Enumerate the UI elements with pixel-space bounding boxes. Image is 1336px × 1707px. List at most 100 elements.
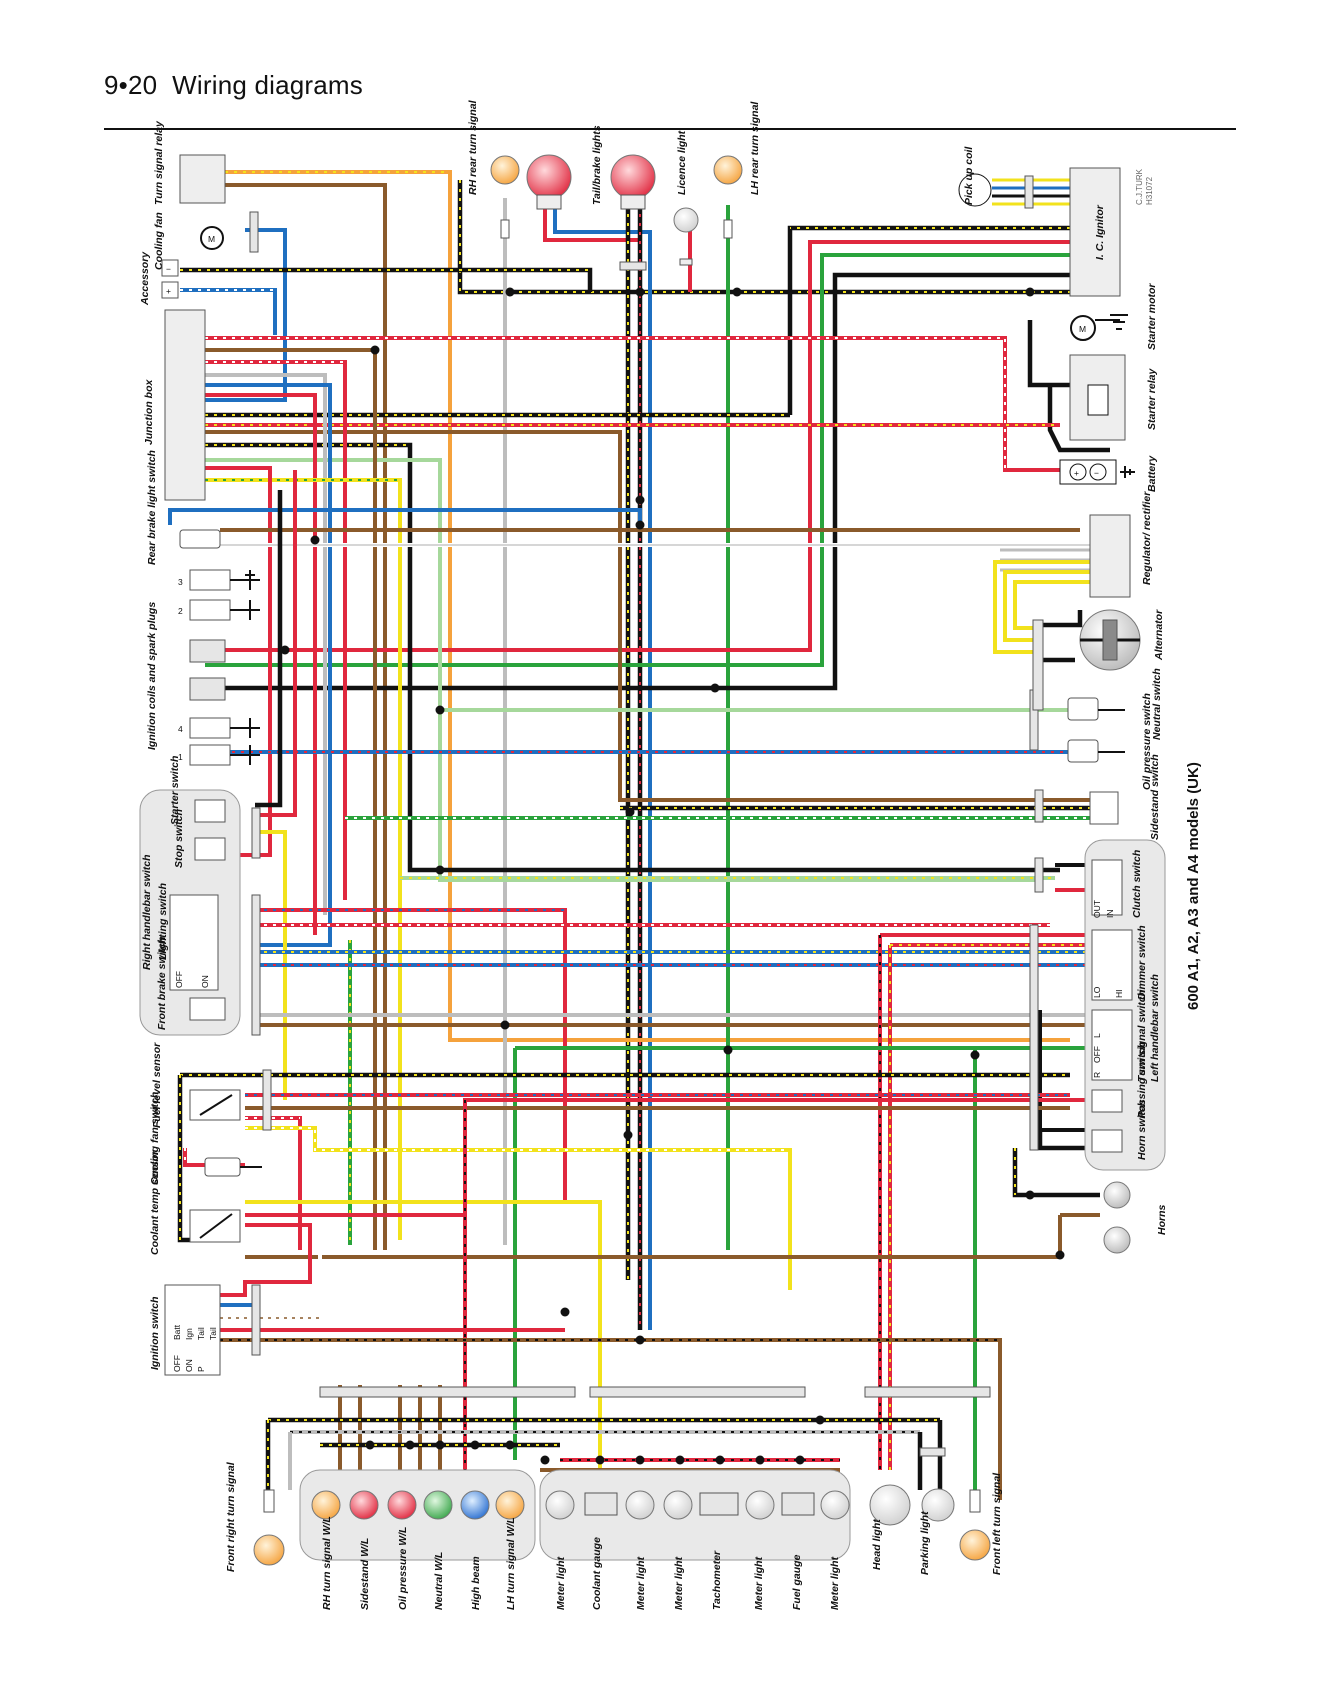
svg-text:Ignition switch: Ignition switch [149, 1297, 161, 1371]
svg-text:LH rear turn signal: LH rear turn signal [749, 101, 761, 195]
oil-pressure-switch: Oil pressure switch [1067, 693, 1153, 790]
svg-text:OFF: OFF [174, 971, 184, 988]
svg-text:Pick up coil: Pick up coil [963, 146, 975, 205]
svg-text:OFF: OFF [172, 1355, 182, 1372]
svg-text:Passing switch: Passing switch [1136, 1042, 1148, 1118]
svg-text:IN: IN [1105, 910, 1115, 919]
svg-text:Oil pressure switch: Oil pressure switch [1141, 693, 1153, 790]
svg-text:Front right turn signal: Front right turn signal [225, 1461, 237, 1572]
svg-text:Starter motor: Starter motor [1146, 283, 1158, 350]
svg-text:R: R [1092, 1072, 1102, 1078]
svg-text:ON: ON [184, 1359, 194, 1372]
svg-text:Meter light: Meter light [635, 1556, 647, 1610]
motor-symbol: M [208, 234, 215, 244]
junction-box: Junction box [143, 309, 206, 501]
fuel-level-sensor: Fuel level sensor [151, 1042, 241, 1128]
svg-text:ON: ON [200, 975, 210, 988]
svg-text:Clutch switch: Clutch switch [1131, 850, 1143, 918]
svg-text:Meter light: Meter light [555, 1556, 567, 1610]
svg-text:RH rear turn signal: RH rear turn signal [467, 99, 479, 195]
svg-text:Tail: Tail [196, 1327, 206, 1340]
svg-text:Starter switch: Starter switch [169, 756, 181, 825]
svg-text:2: 2 [178, 606, 183, 616]
tail-brake-light-2: Tail/brake lights [591, 125, 656, 271]
svg-text:Licence light: Licence light [676, 130, 688, 195]
svg-text:Dimmer switch: Dimmer switch [1136, 925, 1148, 1000]
tail-brake-light-1 [526, 154, 572, 210]
ignition-coils-spark-plugs: 3 2 4 1 Ignition coils and spark plugs [146, 569, 260, 766]
svg-text:Accessory: Accessory [139, 251, 151, 306]
svg-text:L: L [1092, 1033, 1102, 1038]
svg-text:Sidestand W/L: Sidestand W/L [359, 1538, 371, 1610]
svg-text:Tail/brake lights: Tail/brake lights [591, 125, 603, 205]
model-title: 600 A1, A2, A3 and A4 models (UK) [1185, 762, 1202, 1010]
left-handlebar-switch: OUT IN Clutch switch LO HI Dimmer switch… [1084, 839, 1166, 1171]
lh-rear-turn-signal: LH rear turn signal [713, 101, 761, 239]
svg-text:3: 3 [178, 577, 183, 587]
svg-text:P: P [196, 1366, 206, 1372]
svg-text:C.J.TURK: C.J.TURK [1135, 168, 1144, 205]
licence-light: Licence light [673, 130, 699, 266]
wires [168, 170, 1110, 1500]
page-title: Wiring diagrams [172, 70, 363, 100]
svg-text:I. C. Ignitor: I. C. Ignitor [1094, 204, 1106, 260]
svg-text:4: 4 [178, 724, 183, 734]
svg-text:RH turn signal W/L: RH turn signal W/L [321, 1516, 333, 1610]
svg-text:−: − [1094, 468, 1099, 478]
minus-symbol: − [166, 264, 171, 274]
svg-text:Junction box: Junction box [143, 379, 155, 445]
turn-signal-relay: Turn signal relay [153, 120, 226, 205]
svg-text:Head light: Head light [871, 1519, 883, 1570]
instrument-cluster-left: RH turn signal W/L Sidestand W/L Oil pre… [299, 1469, 536, 1610]
sidestand-switch: Sidestand switch [1089, 754, 1161, 840]
page-header: 9•20 Wiring diagrams [104, 70, 363, 101]
alternator: Alternator [1032, 609, 1165, 711]
svg-text:Starter relay: Starter relay [1146, 368, 1158, 430]
svg-text:Battery: Battery [1146, 455, 1158, 492]
starter-motor: M Starter motor [1070, 283, 1158, 350]
svg-text:Coolant gauge: Coolant gauge [591, 1537, 603, 1610]
svg-text:Front left turn signal: Front left turn signal [991, 1472, 1003, 1575]
credit: C.J.TURK H31072 [1135, 168, 1154, 205]
svg-text:Neutral switch: Neutral switch [1151, 668, 1163, 740]
starter-relay: Starter relay [1069, 354, 1158, 441]
svg-text:Stop switch: Stop switch [173, 809, 185, 868]
svg-text:H31072: H31072 [1145, 176, 1154, 205]
svg-text:Ign: Ign [184, 1328, 194, 1340]
svg-text:OUT: OUT [1092, 900, 1102, 918]
pickup-coil: Pick up coil [958, 146, 1070, 209]
cooling-fan-switch: Cooling fan switch [149, 1092, 262, 1185]
front-left-turn-signal: Front left turn signal [959, 1472, 1003, 1575]
svg-text:Turn signal switch: Turn signal switch [1136, 990, 1148, 1082]
right-handlebar-switch: Starter switch Stop switch OFF ON Lighti… [139, 756, 241, 1036]
svg-text:Regulator/ rectifier: Regulator/ rectifier [1141, 491, 1153, 585]
svg-text:Alternator: Alternator [1153, 609, 1165, 661]
svg-text:LO: LO [1092, 986, 1102, 998]
connector-blocks [249, 211, 1044, 1398]
svg-text:M: M [1079, 324, 1086, 334]
wire-junctions [280, 287, 1065, 1465]
svg-text:+: + [1074, 468, 1079, 478]
horns: Horns [1103, 1181, 1168, 1254]
svg-text:Meter light: Meter light [673, 1556, 685, 1610]
svg-text:Left handlebar switch: Left handlebar switch [1149, 974, 1161, 1082]
svg-text:Cooling fan: Cooling fan [153, 212, 165, 270]
svg-text:Ignition coils and spark plugs: Ignition coils and spark plugs [146, 602, 158, 750]
battery: + − Battery [1059, 455, 1158, 492]
svg-text:HI: HI [1114, 990, 1124, 999]
ic-ignitor: I. C. Ignitor [1069, 167, 1121, 297]
svg-text:Sidestand switch: Sidestand switch [1149, 754, 1161, 840]
svg-text:600 A1, A2, A3 and A4 models (: 600 A1, A2, A3 and A4 models (UK) [1185, 762, 1202, 1010]
svg-text:Fuel gauge: Fuel gauge [791, 1554, 803, 1610]
svg-text:OFF: OFF [1092, 1046, 1102, 1063]
svg-text:Tachometer: Tachometer [711, 1550, 723, 1610]
svg-text:Turn signal relay: Turn signal relay [153, 120, 165, 205]
plus-symbol: + [166, 286, 171, 296]
accessory: − + Accessory [139, 251, 179, 306]
svg-text:Cooling fan switch: Cooling fan switch [149, 1092, 161, 1185]
header-rule [104, 128, 1236, 130]
svg-text:Parking light: Parking light [919, 1511, 931, 1575]
svg-text:Neutral W/L: Neutral W/L [433, 1552, 445, 1610]
svg-text:High beam: High beam [470, 1556, 482, 1610]
